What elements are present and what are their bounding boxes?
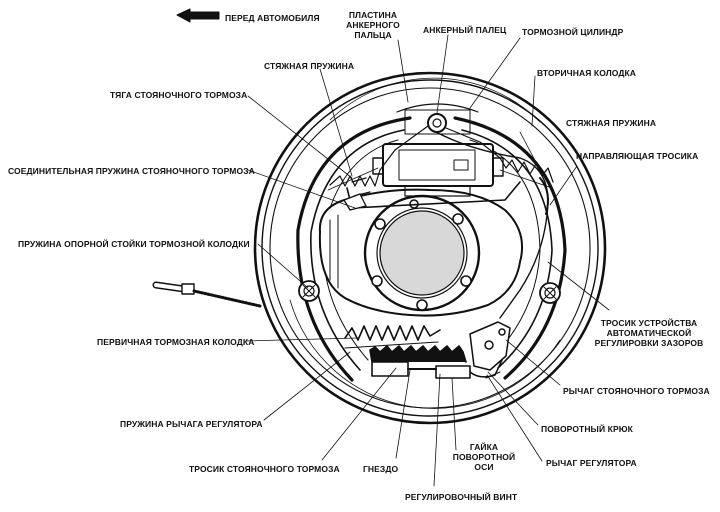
parking-brake-lever bbox=[469, 321, 511, 371]
label-retracting-spring-right: СТЯЖНАЯ ПРУЖИНА bbox=[566, 118, 657, 128]
label-secondary-shoe: ВТОРИЧНАЯ КОЛОДКА bbox=[537, 68, 637, 78]
label-primary-shoe: ПЕРВИЧНАЯ ТОРМОЗНАЯ КОЛОДКА bbox=[97, 337, 255, 347]
label-parking-strut-spring: СОЕДИНИТЕЛЬНАЯ ПРУЖИНА СТОЯНОЧНОГО ТОРМО… bbox=[8, 166, 255, 176]
label-pivot-nut: ГАЙКА ПОВОРОТНОЙ ОСИ bbox=[452, 442, 516, 472]
adjusting-screw bbox=[369, 345, 471, 379]
front-arrow-icon bbox=[176, 8, 220, 23]
label-parking-brake-cable: ТРОСИК СТОЯНОЧНОГО ТОРМОЗА bbox=[189, 464, 340, 474]
hold-down-spring-right bbox=[539, 282, 561, 304]
label-parking-brake-lever: РЫЧАГ СТОЯНОЧНОГО ТОРМОЗА bbox=[563, 386, 710, 396]
wheel-cylinder bbox=[372, 143, 504, 197]
adjuster-lever-spring bbox=[344, 325, 441, 349]
label-pivot-hook: ПОВОРОТНЫЙ КРЮК bbox=[541, 424, 633, 434]
label-hold-down-spring: ПРУЖИНА ОПОРНОЙ СТОЙКИ ТОРМОЗНОЙ КОЛОДКИ bbox=[18, 239, 250, 249]
label-cable-guide: НАПРАВЛЯЮЩАЯ ТРОСИКА bbox=[576, 151, 699, 161]
label-adjuster-lever-spring: ПРУЖИНА РЫЧАГА РЕГУЛЯТОРА bbox=[120, 419, 263, 429]
label-adjuster-lever: РЫЧАГ РЕГУЛЯТОРА bbox=[546, 458, 637, 468]
axle-flange bbox=[318, 188, 524, 317]
label-parking-brake-strut: ТЯГА СТОЯНОЧНОГО ТОРМОЗА bbox=[110, 90, 248, 100]
retracting-spring-right bbox=[445, 127, 554, 189]
label-anchor-plate: ПЛАСТИНА АНКЕРНОГО ПАЛЬЦА bbox=[346, 10, 400, 40]
label-adjuster-cable: ТРОСИК УСТРОЙСТВА АВТОМАТИЧЕСКОЙ РЕГУЛИР… bbox=[594, 318, 704, 348]
label-socket: ГНЕЗДО bbox=[363, 464, 399, 474]
parking-brake-cable bbox=[152, 281, 262, 308]
label-wheel-cylinder: ТОРМОЗНОЙ ЦИЛИНДР bbox=[522, 27, 624, 37]
wheel-stud-holes bbox=[371, 199, 472, 311]
leader-lines bbox=[245, 34, 610, 487]
label-retracting-spring-left: СТЯЖНАЯ ПРУЖИНА bbox=[264, 61, 355, 71]
adjuster-cable bbox=[435, 131, 549, 319]
front-label: ПЕРЕД АВТОМОБИЛЯ bbox=[225, 13, 320, 23]
hold-down-spring-left bbox=[298, 280, 320, 302]
retracting-spring-left bbox=[327, 125, 429, 191]
label-adjusting-screw: РЕГУЛИРОВОЧНЫЙ ВИНТ bbox=[405, 492, 518, 502]
label-anchor-pin: АНКЕРНЫЙ ПАЛЕЦ bbox=[423, 25, 507, 35]
